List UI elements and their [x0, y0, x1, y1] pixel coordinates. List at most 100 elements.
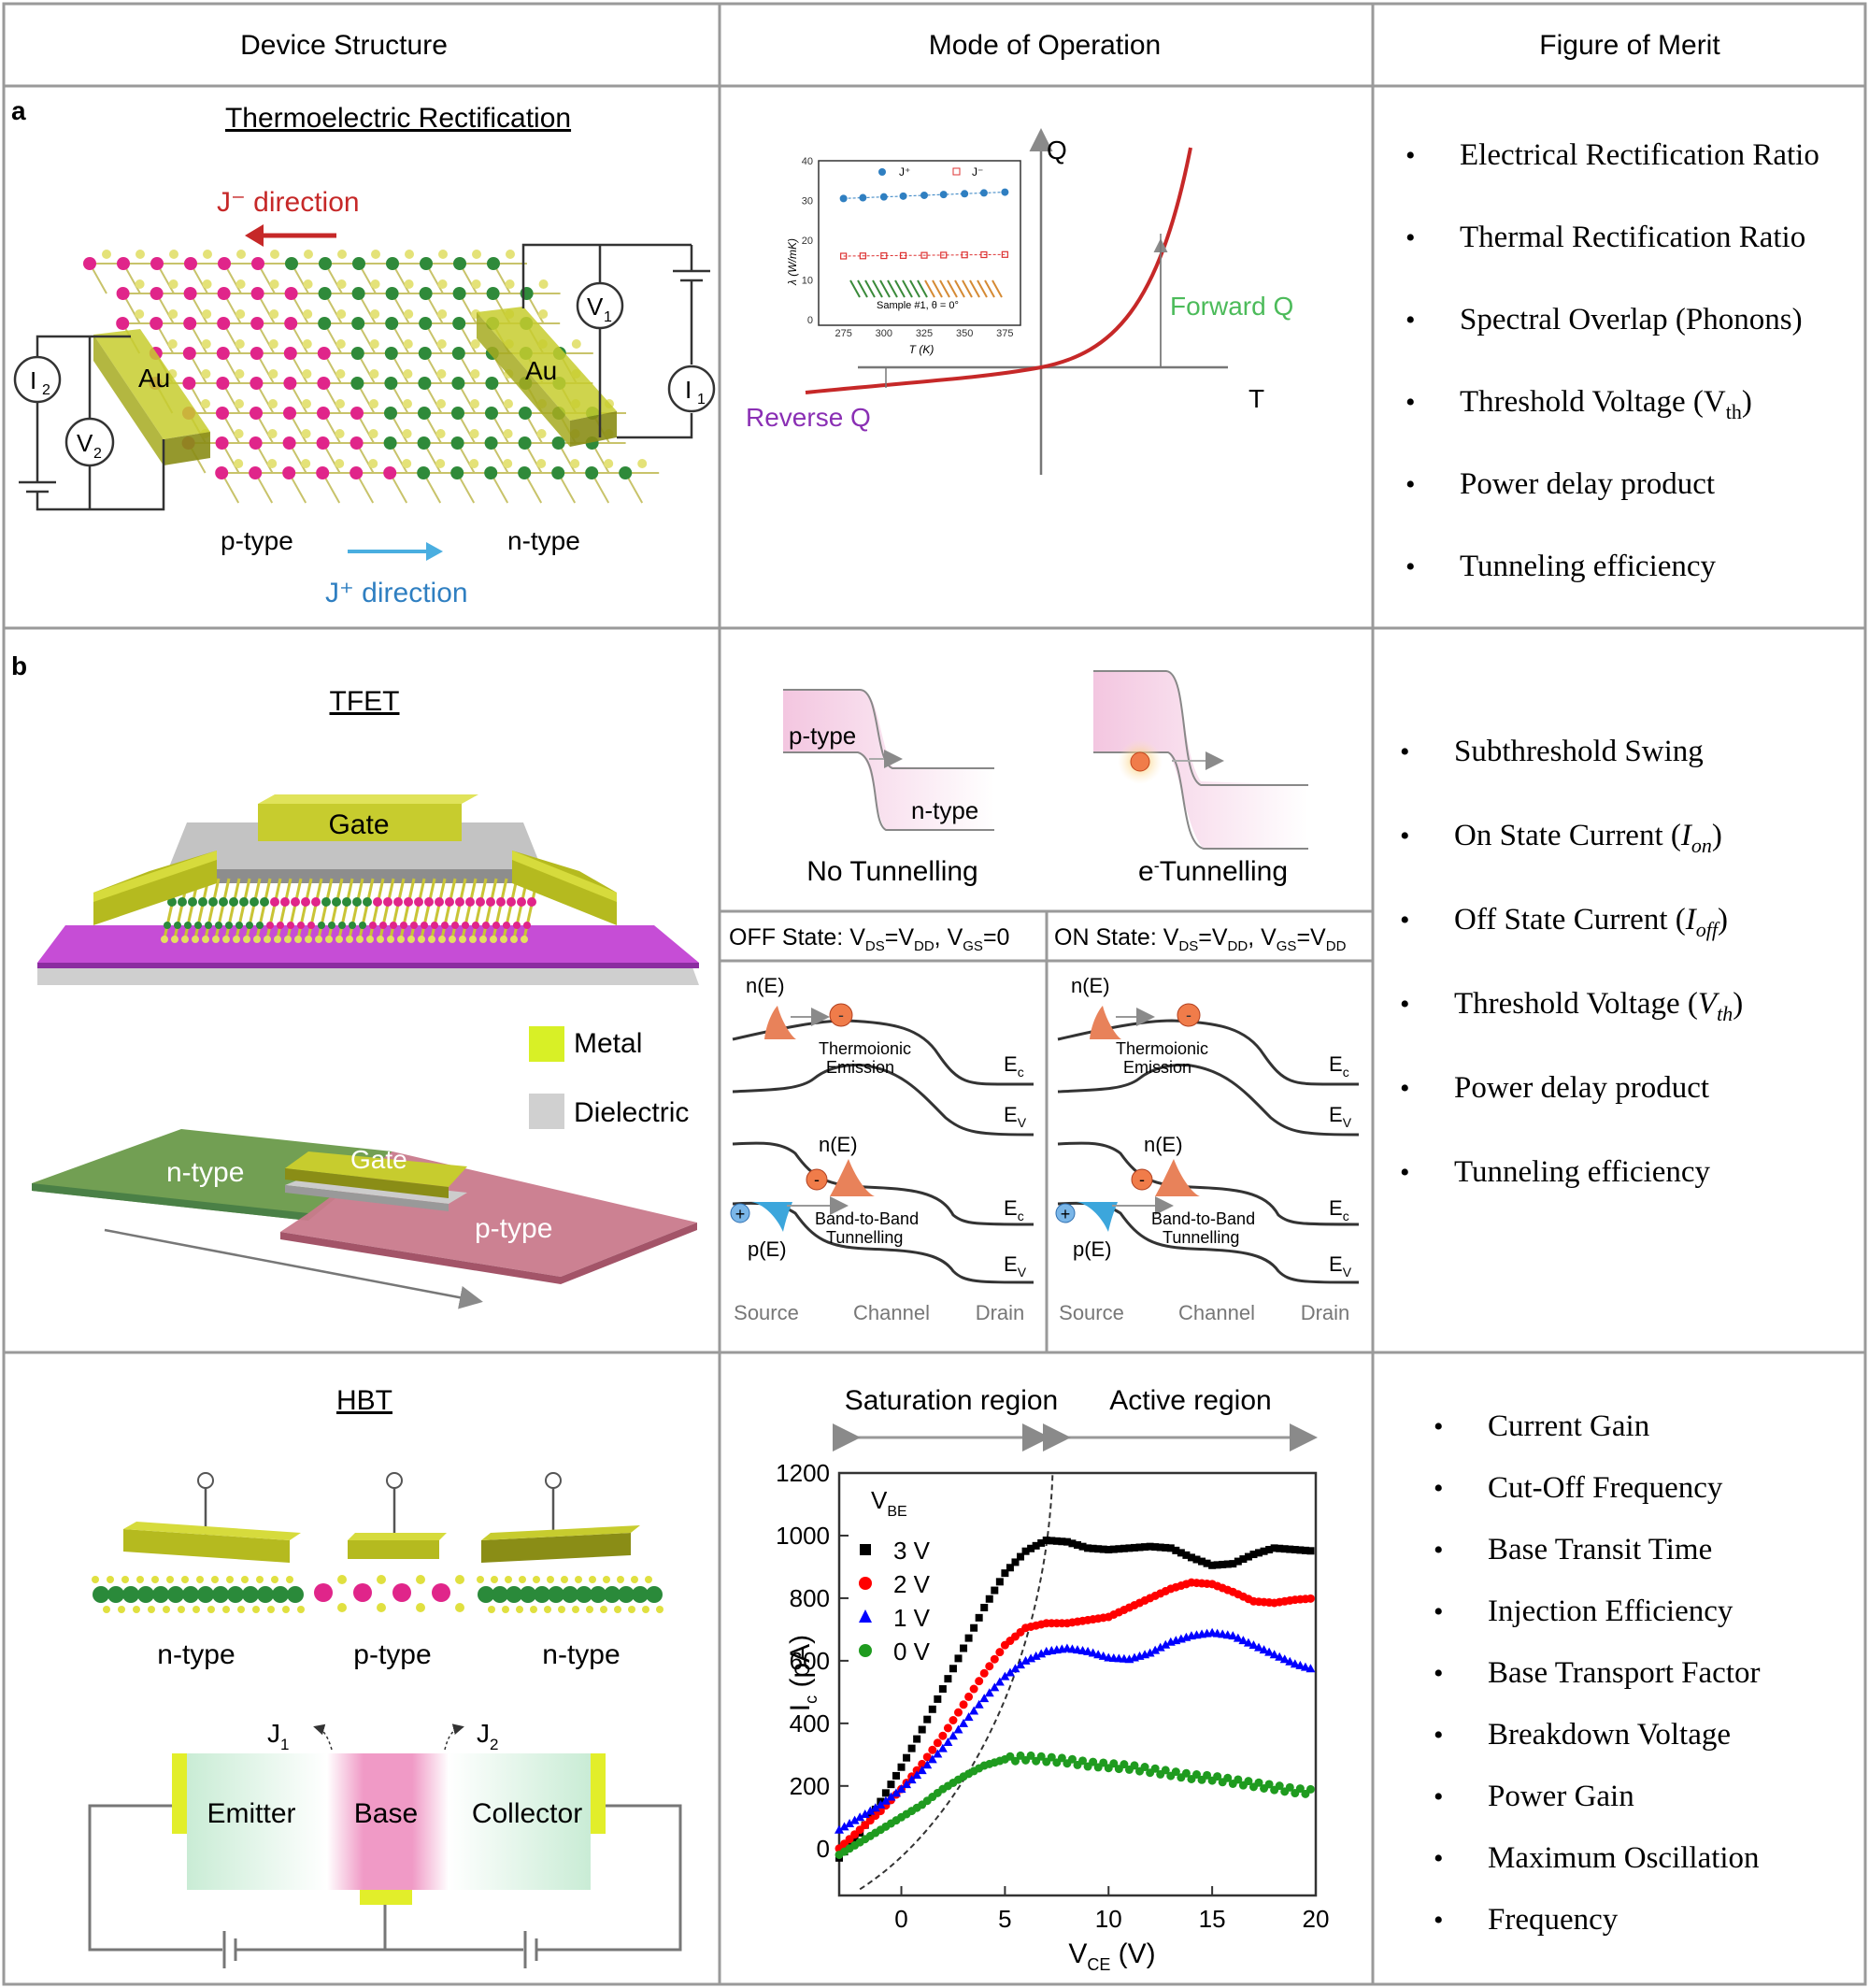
- vbe-legend-title: VBE: [871, 1486, 907, 1520]
- data-point: [1181, 1768, 1191, 1778]
- legend-dielectric-label: Dielectric: [574, 1097, 689, 1128]
- data-point: [938, 1731, 948, 1740]
- data-point: [1084, 1544, 1092, 1552]
- legend-metal-label: Metal: [574, 1028, 642, 1059]
- merit-item: Injection Efficiency: [1488, 1595, 1733, 1628]
- svg-text:2: 2: [42, 382, 50, 398]
- data-point: [1032, 1541, 1040, 1550]
- data-point: [963, 1712, 974, 1722]
- data-point: [1198, 1557, 1206, 1566]
- merit-bullet: •: [1400, 989, 1410, 1020]
- svg-text:Source: Source: [1059, 1301, 1124, 1324]
- data-point: [1234, 1557, 1242, 1566]
- data-point: [1036, 1649, 1047, 1658]
- data-point: [906, 1775, 917, 1784]
- y-tick-label: 200: [790, 1772, 830, 1800]
- data-point: [1068, 1539, 1077, 1548]
- emitter-label: Emitter: [207, 1798, 295, 1829]
- data-point: [1031, 1651, 1041, 1660]
- legend-marker: [859, 1577, 872, 1590]
- data-point: [1010, 1664, 1020, 1673]
- data-point: [969, 1684, 978, 1694]
- data-point: [1233, 1633, 1243, 1642]
- ptype-label-a: p-type: [221, 526, 293, 555]
- header-mode-of-operation: Mode of Operation: [929, 30, 1161, 61]
- merit-item: Off State Current (Ioff): [1454, 903, 1728, 941]
- data-point: [1295, 1784, 1305, 1794]
- legend-marker: [859, 1609, 872, 1623]
- merit-item: Threshold Voltage (Vth): [1460, 385, 1752, 423]
- data-point: [839, 1822, 849, 1831]
- y-tick-label: 400: [790, 1709, 830, 1738]
- data-point: [949, 1665, 957, 1673]
- data-point: [1052, 1537, 1061, 1545]
- merit-item: Maximum Oscillation: [1488, 1841, 1760, 1875]
- inset-xlabel: T (K): [909, 343, 934, 356]
- merit-bullet: •: [1405, 387, 1416, 418]
- data-point: [1109, 1545, 1118, 1553]
- svg-text:-: -: [1139, 1170, 1145, 1189]
- data-point: [870, 1803, 880, 1812]
- svg-text:300: 300: [876, 328, 892, 339]
- merit-bullet: •: [1405, 222, 1416, 253]
- svg-text:n(E): n(E): [1144, 1133, 1183, 1156]
- data-point: [876, 1799, 886, 1809]
- ntype-label-a: n-type: [507, 526, 580, 555]
- data-point: [835, 1824, 844, 1834]
- data-point: [1026, 1653, 1036, 1663]
- data-point: [928, 1705, 936, 1713]
- data-point: [1264, 1647, 1275, 1656]
- merit-item: Power Gain: [1488, 1780, 1634, 1813]
- x-tick-label: 0: [894, 1905, 907, 1933]
- base-label: Base: [354, 1798, 418, 1829]
- merit-bullet: •: [1400, 737, 1410, 767]
- data-point: [990, 1654, 999, 1664]
- merit-bullet: •: [1405, 469, 1416, 500]
- data-point: [1213, 1561, 1221, 1569]
- data-point: [1171, 1767, 1180, 1777]
- data-point: [1161, 1766, 1170, 1775]
- data-point: [1130, 1543, 1138, 1552]
- junction-no-tunnelling: [783, 689, 994, 831]
- data-point: [1037, 1538, 1046, 1547]
- svg-text:325: 325: [916, 328, 933, 339]
- svg-text:Tunnelling: Tunnelling: [1163, 1228, 1239, 1247]
- data-point: [1093, 1650, 1104, 1659]
- data-point: [1290, 1659, 1300, 1668]
- svg-text:+: +: [735, 1205, 746, 1223]
- data-point: [964, 1634, 973, 1642]
- svg-text:Band-to-Band: Band-to-Band: [815, 1209, 919, 1228]
- data-point: [1016, 1660, 1026, 1669]
- data-point: [964, 1692, 974, 1701]
- legend-label: 1 V: [893, 1604, 931, 1632]
- svg-text:-: -: [1186, 1006, 1191, 1024]
- merit-bullet: •: [1400, 1073, 1410, 1104]
- data-point: [1074, 1541, 1081, 1550]
- data-point: [1279, 1654, 1290, 1664]
- inset-legend-minus: J⁻: [972, 165, 983, 179]
- data-point: [959, 1718, 969, 1727]
- data-point: [1229, 1560, 1237, 1568]
- merit-bullet: •: [1434, 1411, 1444, 1442]
- data-point: [1192, 1770, 1201, 1780]
- data-point: [1001, 1569, 1009, 1578]
- merit-item: Thermal Rectification Ratio: [1460, 221, 1805, 254]
- svg-text:1: 1: [604, 309, 612, 325]
- data-point: [896, 1784, 906, 1794]
- data-point: [1238, 1636, 1248, 1645]
- svg-text:Channel: Channel: [853, 1301, 930, 1324]
- svg-text:Emission: Emission: [1123, 1058, 1191, 1077]
- data-point: [1269, 1650, 1279, 1659]
- data-point: [985, 1595, 993, 1603]
- data-point: [1300, 1662, 1310, 1671]
- svg-text:Thermoionic: Thermoionic: [1116, 1039, 1208, 1058]
- data-point: [1275, 1652, 1285, 1661]
- hbt-ntype-right-label: n-type: [542, 1639, 620, 1670]
- data-point: [1162, 1543, 1170, 1552]
- merit-bullet: •: [1405, 551, 1416, 582]
- data-point: [1078, 1542, 1087, 1551]
- data-point: [1291, 1546, 1299, 1554]
- qt-ylabel: Q: [1047, 136, 1067, 164]
- qt-curve: [805, 147, 1192, 394]
